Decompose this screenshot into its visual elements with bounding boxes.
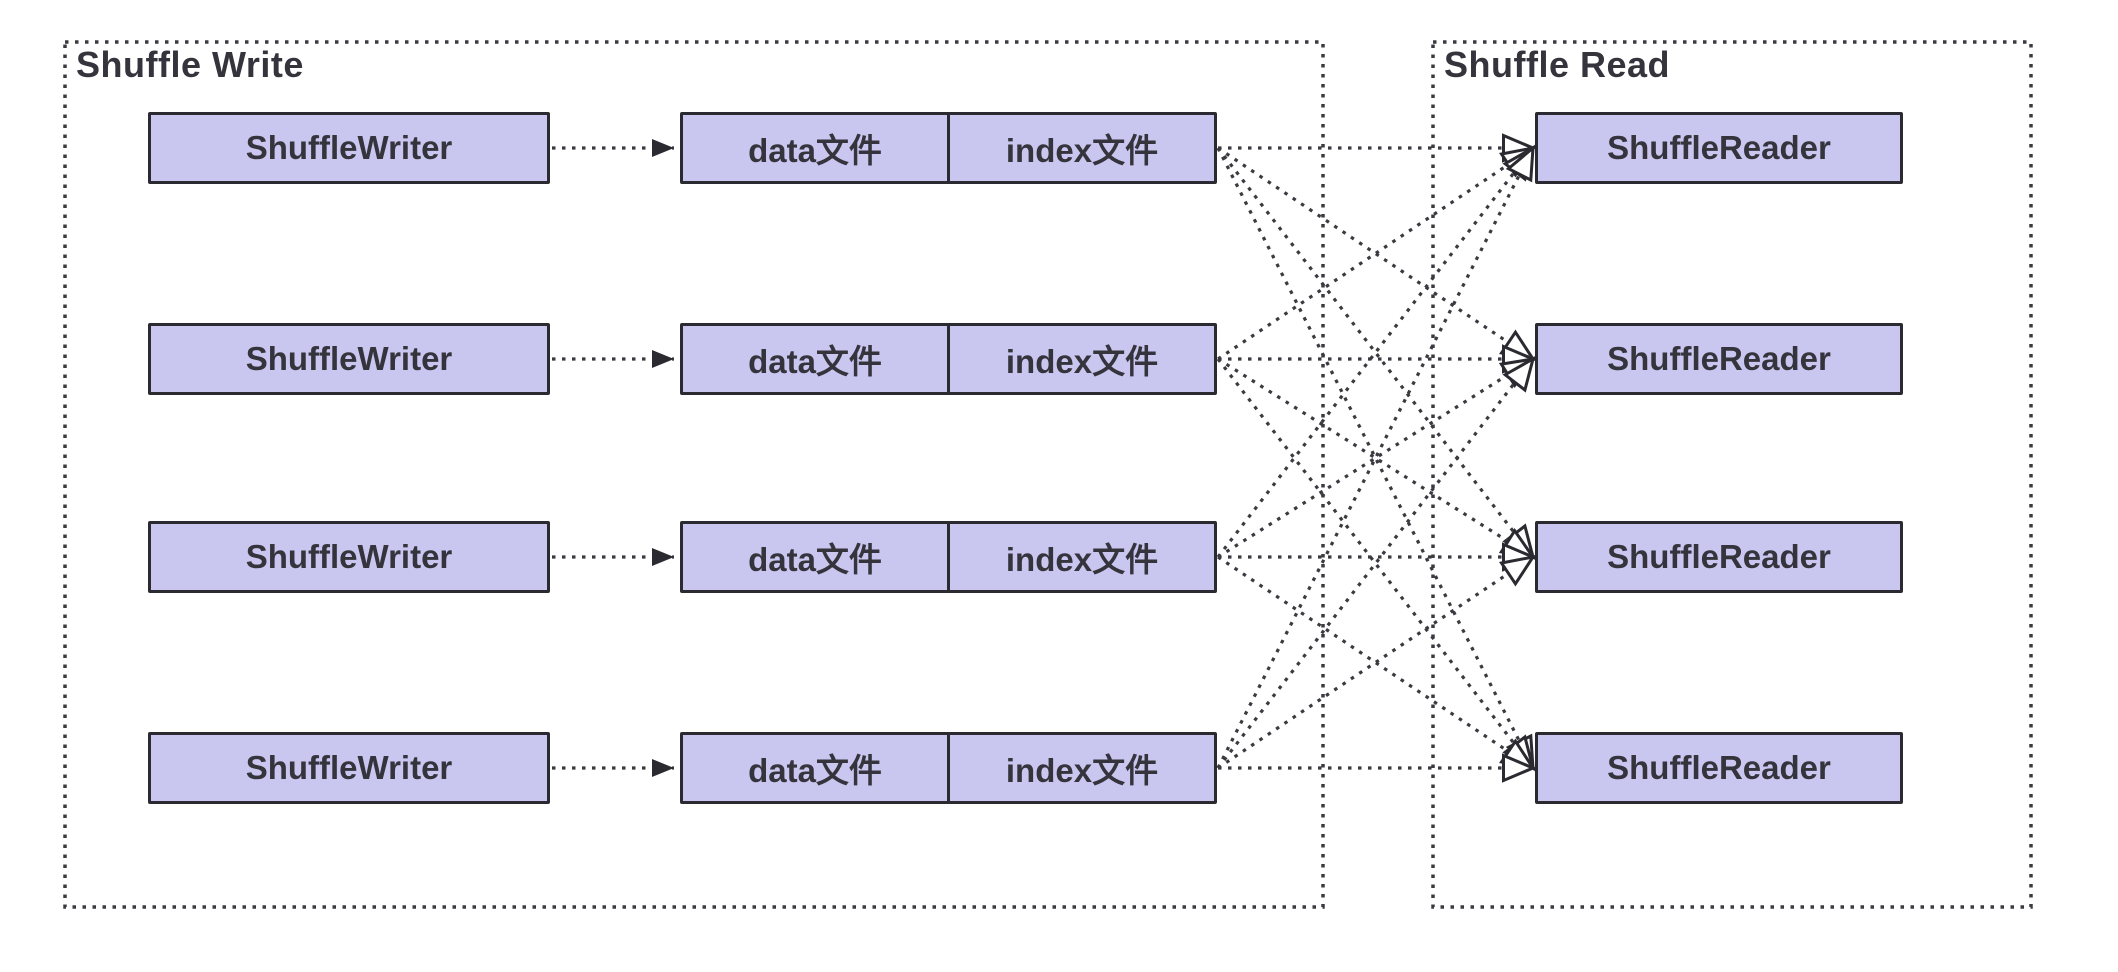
data-file-cell: data文件 <box>748 132 882 169</box>
shuffle-writer-box: ShuffleWriter <box>148 521 550 593</box>
file-to-reader-link <box>1217 146 1537 362</box>
shuffle-file-box: data文件 index文件 <box>680 521 1217 593</box>
data-file-cell: data文件 <box>748 752 882 789</box>
shuffle-reader-box: ShuffleReader <box>1535 112 1903 184</box>
file-to-reader-link <box>1217 357 1537 560</box>
shuffle-file-box: data文件 index文件 <box>680 323 1217 395</box>
shuffle-file-box: data文件 index文件 <box>680 112 1217 184</box>
file-to-reader-link <box>1216 355 1536 769</box>
index-file-cell: index文件 <box>947 735 1214 801</box>
shuffle-reader-box: ShuffleReader <box>1535 732 1903 804</box>
shuffle-reader-box: ShuffleReader <box>1535 521 1903 593</box>
file-to-reader-link <box>1216 147 1536 561</box>
file-to-reader-link <box>1216 144 1536 558</box>
data-file-cell: data文件 <box>748 343 882 380</box>
file-to-reader-link <box>1217 555 1537 771</box>
index-file-cell: index文件 <box>947 524 1214 590</box>
shuffle-writer-box: ShuffleWriter <box>148 323 550 395</box>
index-file-cell: index文件 <box>947 115 1214 181</box>
file-to-reader-link <box>1217 356 1537 559</box>
data-file-cell: data文件 <box>748 541 882 578</box>
shuffle-write-title: Shuffle Write <box>76 44 304 85</box>
file-to-reader-link <box>1216 358 1536 772</box>
file-to-reader-link <box>1217 554 1537 770</box>
shuffle-writer-box: ShuffleWriter <box>148 732 550 804</box>
shuffle-reader-box: ShuffleReader <box>1535 323 1903 395</box>
file-to-reader-link <box>1217 145 1537 361</box>
shuffle-writer-box: ShuffleWriter <box>148 112 550 184</box>
shuffle-read-container-border <box>1431 40 2033 909</box>
shuffle-read-title: Shuffle Read <box>1444 44 1671 85</box>
shuffle-write-container-border <box>63 40 1325 909</box>
index-file-cell: index文件 <box>947 326 1214 392</box>
shuffle-file-box: data文件 index文件 <box>680 732 1217 804</box>
